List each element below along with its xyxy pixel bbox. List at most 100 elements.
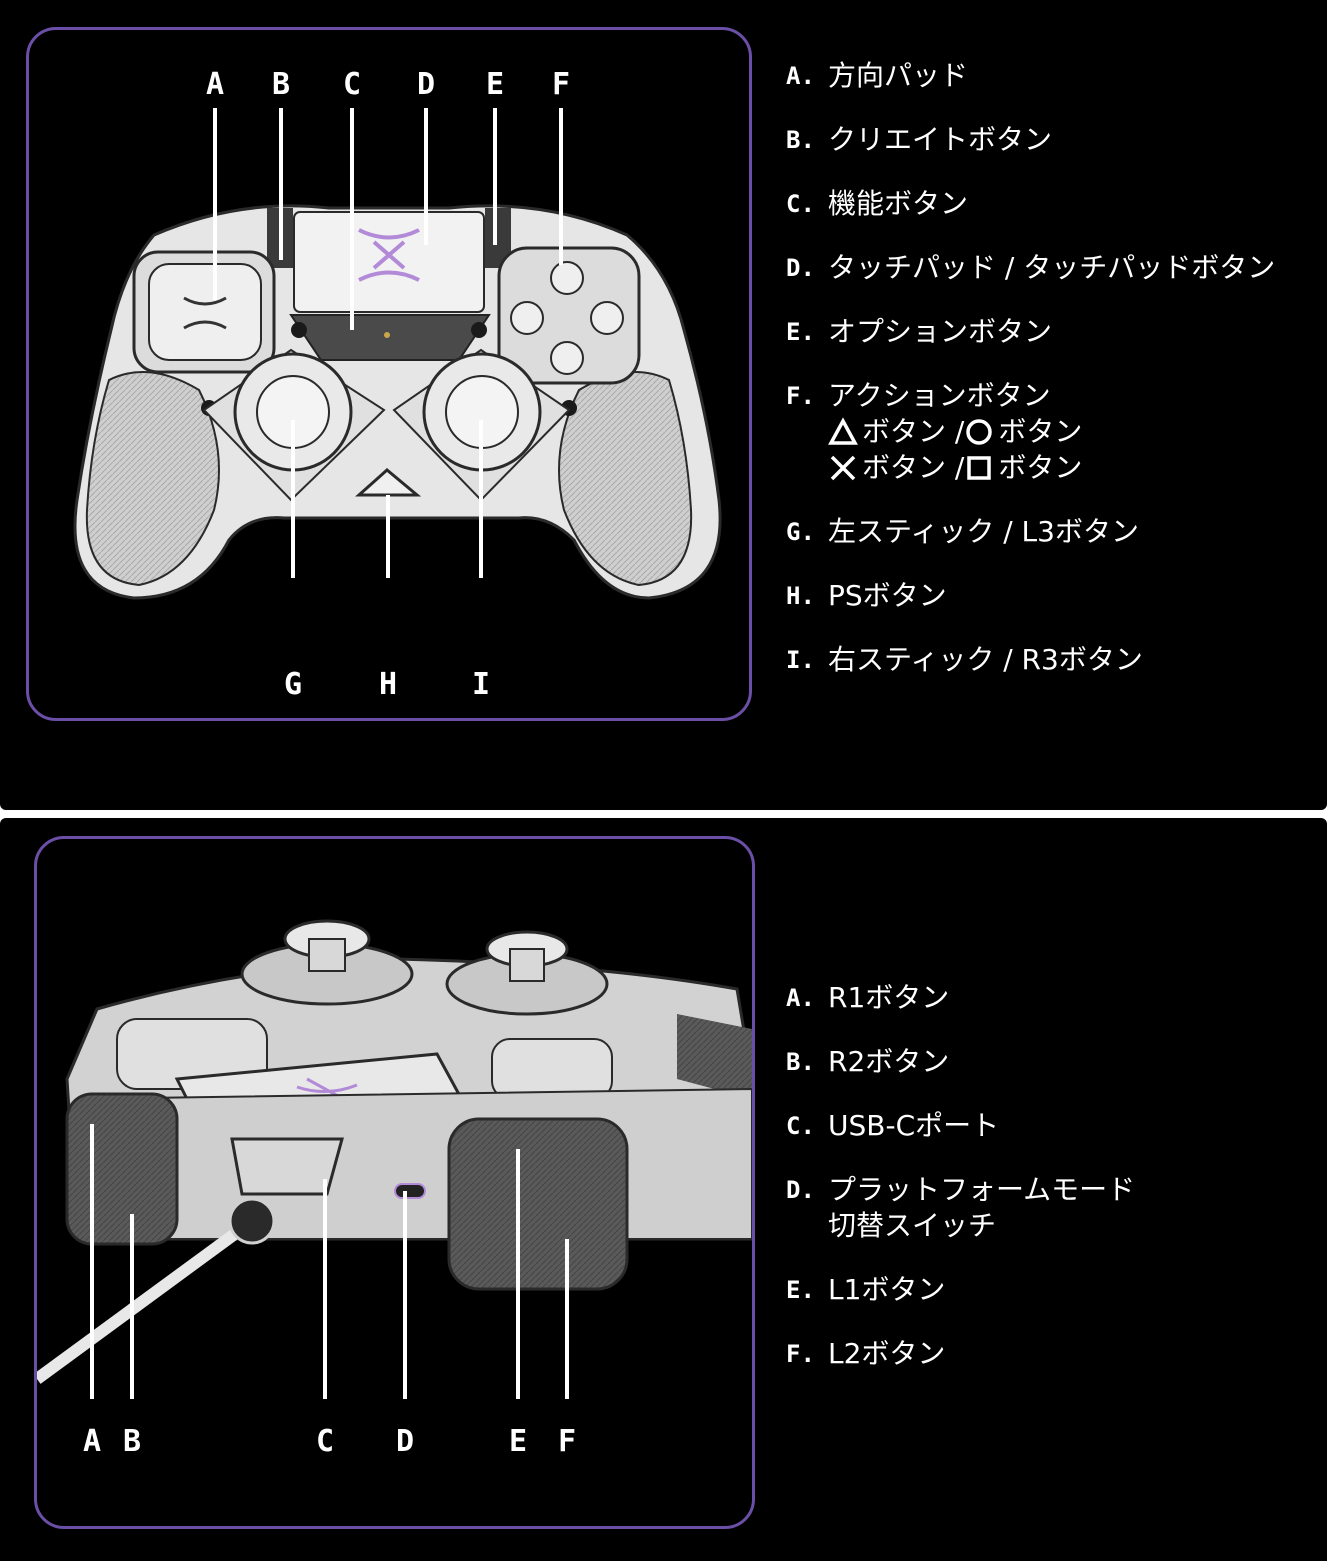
right-stick-shaft bbox=[308, 938, 346, 972]
callout-c: C bbox=[343, 67, 361, 102]
legend-label: R1ボタン bbox=[828, 981, 950, 1014]
square-button bbox=[510, 301, 544, 335]
legend-letter: D. bbox=[786, 254, 815, 282]
legend-letter: B. bbox=[786, 126, 815, 154]
legend-letter: H. bbox=[786, 582, 815, 610]
touchpad-logo bbox=[358, 228, 420, 282]
cross-button bbox=[550, 341, 584, 375]
front-legend: A. 方向パッド B. クリエイトボタン C. 機能ボタン D. タッチパッド / タッ… bbox=[786, 58, 1275, 706]
action-buttons-line-1: ボタン / ボタン bbox=[828, 414, 1082, 450]
legend-letter: C. bbox=[786, 190, 815, 218]
circle-button bbox=[590, 301, 624, 335]
legend-label: USB-Cポート bbox=[828, 1109, 1000, 1142]
front-legend-item: F. アクションボタン ボタン / ボタン ボタン / ボタン bbox=[786, 378, 1275, 486]
right-grip bbox=[558, 371, 693, 587]
usb-cable bbox=[37, 1209, 266, 1384]
legend-label: プラットフォームモード bbox=[828, 1173, 1136, 1206]
callout-h: H bbox=[379, 667, 397, 702]
legend-letter: G. bbox=[786, 518, 815, 546]
callout-e: E bbox=[509, 1424, 527, 1459]
legend-letter: F. bbox=[786, 382, 815, 410]
rear-legend-item: D. プラットフォームモード 切替スイッチ bbox=[786, 1172, 1135, 1244]
right-upper-dot bbox=[471, 322, 487, 338]
legend-letter: B. bbox=[786, 1048, 815, 1076]
front-controller-diagram: A B C D E F G H I bbox=[73, 67, 722, 702]
legend-letter: A. bbox=[786, 62, 815, 90]
legend-label: R2ボタン bbox=[828, 1045, 950, 1078]
callout-a: A bbox=[206, 67, 224, 102]
legend-label: L2ボタン bbox=[828, 1337, 946, 1370]
action-buttons-line-2: ボタン / ボタン bbox=[828, 450, 1082, 486]
left-grip bbox=[85, 371, 220, 587]
legend-label-line-2: 切替スイッチ bbox=[828, 1209, 997, 1242]
legend-label: 左スティック / L3ボタン bbox=[828, 515, 1139, 548]
callout-d: D bbox=[417, 67, 435, 102]
front-legend-item: C. 機能ボタン bbox=[786, 186, 1275, 222]
rear-legend-item: B. R2ボタン bbox=[786, 1044, 1135, 1080]
legend-label-group: プラットフォームモード 切替スイッチ bbox=[828, 1172, 1135, 1244]
square-icon bbox=[967, 456, 992, 480]
callout-i: I bbox=[472, 667, 490, 702]
dpad-top bbox=[491, 1038, 613, 1100]
function-led bbox=[384, 332, 390, 338]
legend-letter: F. bbox=[786, 1340, 815, 1368]
r1-r2-trigger bbox=[65, 1092, 179, 1246]
legend-label: L1ボタン bbox=[828, 1273, 946, 1306]
legend-letter: C. bbox=[786, 1112, 815, 1140]
rear-legend-item: C. USB-Cポート bbox=[786, 1108, 1135, 1144]
front-view-panel: A B C D E F G H I A. 方向パッド B. クリエイトボタン C. 機… bbox=[0, 0, 1327, 810]
left-upper-dot bbox=[291, 322, 307, 338]
triangle-label: ボタン / bbox=[862, 415, 965, 448]
front-diagram-frame: A B C D E F G H I bbox=[26, 27, 752, 721]
legend-label: 右スティック / R3ボタン bbox=[828, 643, 1143, 676]
legend-label: 方向パッド bbox=[828, 59, 969, 92]
legend-label: タッチパッド / タッチパッドボタン bbox=[828, 251, 1276, 284]
dpad-arrows bbox=[183, 296, 227, 330]
rear-diagram-frame: A B C D E F bbox=[34, 836, 755, 1529]
legend-label: PSボタン bbox=[828, 579, 947, 612]
front-legend-item: A. 方向パッド bbox=[786, 58, 1275, 94]
callout-f: F bbox=[552, 67, 570, 102]
rear-legend-item: F. L2ボタン bbox=[786, 1336, 1135, 1372]
square-label: ボタン bbox=[998, 451, 1083, 484]
face-button-housing bbox=[497, 246, 641, 385]
circle-icon bbox=[966, 419, 993, 445]
front-legend-item: B. クリエイトボタン bbox=[786, 122, 1275, 158]
l1-l2-trigger bbox=[447, 1117, 629, 1291]
rear-leader-lines bbox=[90, 1124, 569, 1399]
legend-letter: E. bbox=[786, 318, 815, 346]
rear-legend: A. R1ボタン B. R2ボタン C. USB-Cポート D. プラットフォームモー… bbox=[786, 980, 1135, 1400]
touchpad bbox=[293, 211, 485, 313]
front-leader-lines bbox=[213, 108, 563, 578]
left-stick-shaft bbox=[509, 948, 545, 982]
cross-label: ボタン / bbox=[862, 451, 965, 484]
callout-f: F bbox=[558, 1424, 576, 1459]
front-legend-item: H. PSボタン bbox=[786, 578, 1275, 614]
callout-d: D bbox=[396, 1424, 414, 1459]
rear-controller-diagram: A B C D E F bbox=[37, 919, 752, 1459]
legend-label: 機能ボタン bbox=[828, 187, 969, 220]
callout-e: E bbox=[486, 67, 504, 102]
legend-label-group: アクションボタン ボタン / ボタン ボタン / ボタン bbox=[828, 378, 1082, 486]
legend-label: クリエイトボタン bbox=[828, 123, 1053, 156]
callout-b: B bbox=[272, 67, 290, 102]
legend-label: アクションボタン bbox=[828, 379, 1051, 412]
cable-plug bbox=[228, 1197, 276, 1245]
triangle-button bbox=[550, 261, 584, 295]
front-legend-item: D. タッチパッド / タッチパッドボタン bbox=[786, 250, 1275, 286]
rear-legend-item: E. L1ボタン bbox=[786, 1272, 1135, 1308]
callout-g: G bbox=[284, 667, 302, 702]
legend-letter: E. bbox=[786, 1276, 815, 1304]
function-button-area bbox=[289, 314, 491, 361]
legend-letter: A. bbox=[786, 984, 815, 1012]
triangle-icon bbox=[828, 417, 858, 445]
circle-label: ボタン bbox=[998, 415, 1083, 448]
cross-icon bbox=[830, 455, 856, 481]
rear-view-panel: A B C D E F A. R1ボタン B. R2ボタン C. USB-Cポート D… bbox=[0, 818, 1327, 1561]
front-legend-item: E. オプションボタン bbox=[786, 314, 1275, 350]
front-legend-item: I.右スティック / R3ボタン bbox=[786, 642, 1275, 678]
platform-mode-switch bbox=[394, 1183, 426, 1199]
callout-b: B bbox=[123, 1424, 141, 1459]
front-legend-item: G. 左スティック / L3ボタン bbox=[786, 514, 1275, 550]
legend-label: オプションボタン bbox=[828, 315, 1053, 348]
